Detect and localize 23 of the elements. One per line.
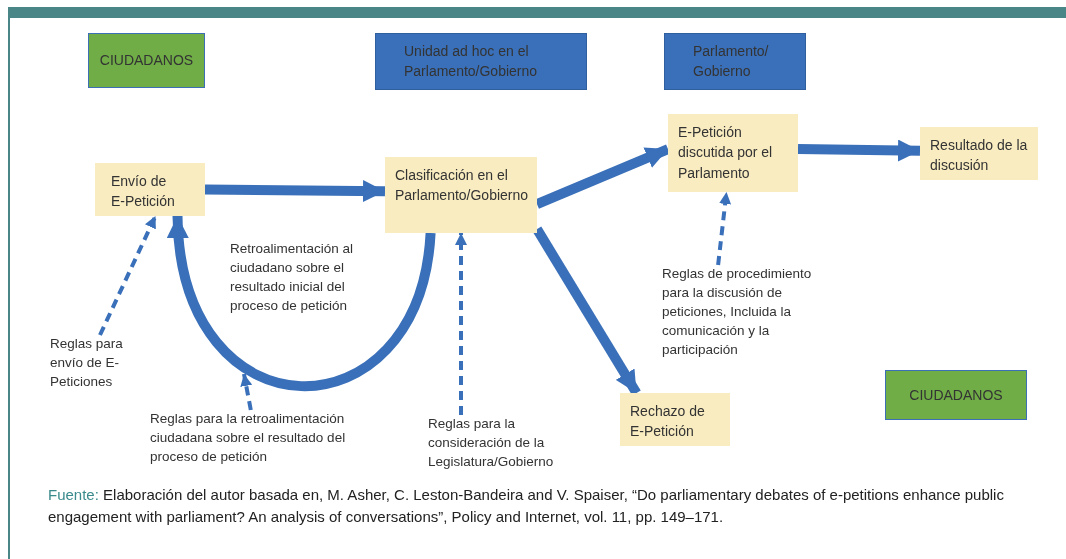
edge-label: Retroalimentación al ciudadano sobre el resultado inicial del proceso de petición (230, 240, 355, 315)
note-text: Reglas para la consideración de la Legislatura/Gobierno (428, 415, 593, 472)
arrow (532, 226, 641, 396)
caption: Fuente: Elaboración del autor basada en, M. Asher, C. Leston-Bandeira and V. Spaiser, “Do parliamentary debates of e-petitions enhance public engagement with parliament? An analysis of conversations”, Policy and Internet, vol. 11, pp. 149–171. (48, 485, 1005, 527)
process-box: Rechazo de E-Petición (620, 393, 730, 446)
arrow (168, 215, 436, 391)
dashed-arrow (716, 191, 732, 266)
note-text: Reglas de procedimiento para la discusión de peticiones, Incluida la comunicación y la participación (662, 265, 827, 360)
process-box: Resultado de la discusión (920, 127, 1038, 180)
dashed-arrow (240, 373, 253, 411)
actor-box: CIUDADANOS (88, 33, 205, 88)
note-text: Reglas para envío de E-Peticiones (50, 335, 150, 392)
process-box: Envío de E-Petición (95, 163, 205, 216)
actor-box: Unidad ad hoc en el Parlamento/Gobierno (375, 33, 587, 90)
actor-box: Parlamento/ Gobierno (664, 33, 806, 90)
arrow (204, 180, 386, 202)
process-box: E-Petición discutida por el Parlamento (668, 114, 798, 192)
dashed-arrow (455, 233, 467, 415)
dashed-arrow (98, 215, 158, 336)
process-box: Clasificación en el Parlamento/Gobierno (385, 157, 537, 233)
actor-box: CIUDADANOS (885, 370, 1027, 420)
note-text: Reglas para la retroalimentación ciudadana sobre el resultado del proceso de petición (150, 410, 390, 467)
arrow (797, 139, 921, 162)
